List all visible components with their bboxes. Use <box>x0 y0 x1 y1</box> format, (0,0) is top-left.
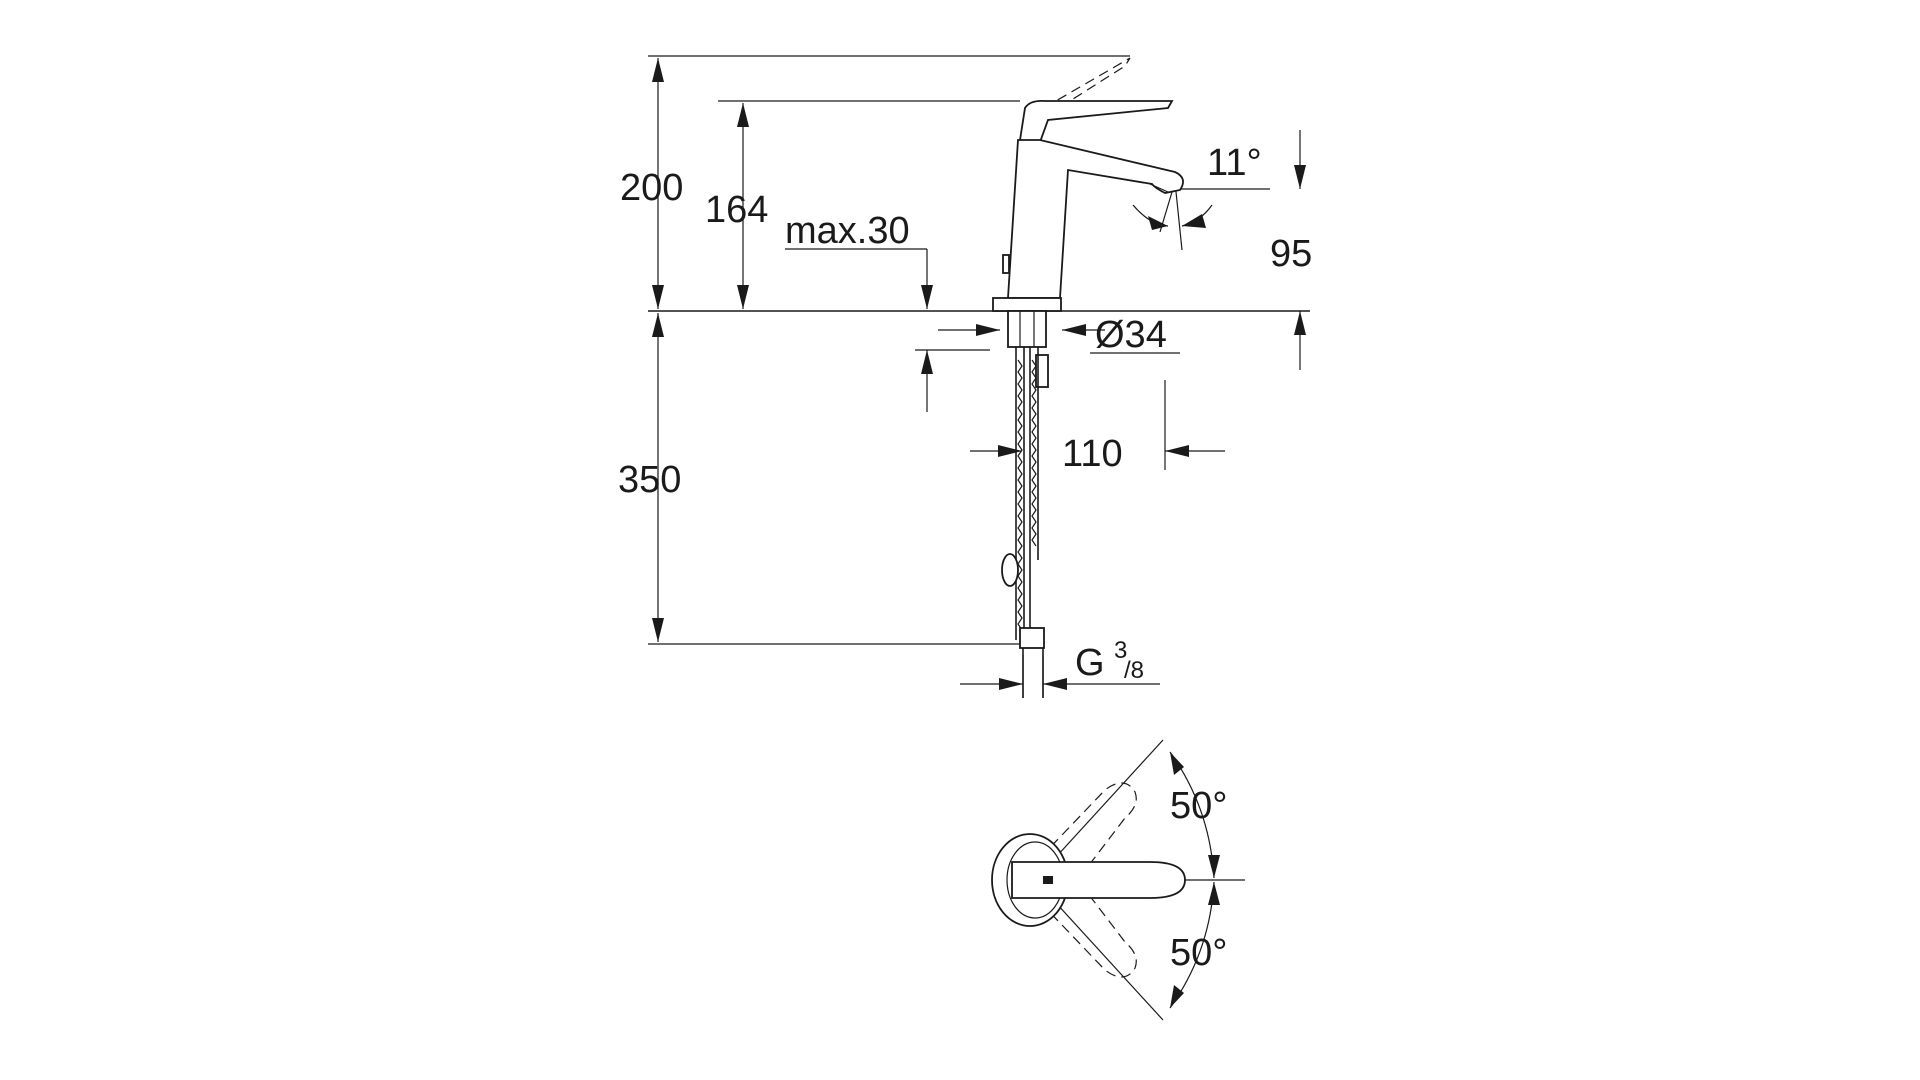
arrow-200-bottom <box>652 285 664 309</box>
label-rotation-upper: 50° <box>1170 785 1227 827</box>
hose-connector-nut <box>1019 627 1045 649</box>
label-spout-angle: 11° <box>1207 142 1262 184</box>
lock-nut <box>1035 354 1049 388</box>
arrow-rot-lower-end <box>1170 985 1184 1008</box>
arrow-110-right <box>1165 445 1189 457</box>
label-hose-offset: 110 <box>1062 433 1123 475</box>
angle-ref-vertical <box>1174 181 1183 251</box>
arrow-g38-right <box>1043 678 1067 690</box>
arrow-95-down <box>1294 165 1306 189</box>
label-thread-denominator: /8 <box>1124 657 1144 684</box>
hoses <box>1015 347 1039 640</box>
spout-aerator <box>1149 183 1169 193</box>
arrow-110-left <box>998 445 1022 457</box>
arrow-max30-down <box>921 285 933 309</box>
arrow-350-bottom <box>652 618 664 642</box>
lever-top-center <box>1011 861 1186 899</box>
arrow-11-right <box>1182 214 1206 228</box>
label-thread-numerator: 3 <box>1114 637 1127 664</box>
faucet-body <box>1007 139 1184 299</box>
arrow-rot-lower-start <box>1208 882 1220 905</box>
lever-position-lower <box>1039 869 1137 978</box>
arrow-95-up <box>1294 311 1306 335</box>
hose-braid <box>1017 359 1023 631</box>
label-spout-height: 164 <box>705 189 768 231</box>
label-max-deck: max.30 <box>785 210 910 252</box>
arrow-164-bottom <box>737 285 749 309</box>
arrow-dia34-left <box>976 324 1000 336</box>
arrow-200-top <box>652 58 664 82</box>
arrow-350-top <box>652 313 664 337</box>
arrow-rot-upper-start <box>1170 752 1184 775</box>
hose-clip <box>1001 553 1019 587</box>
base-flange <box>992 297 1062 312</box>
label-thread-prefix: G <box>1075 642 1105 684</box>
arrow-max30-up <box>921 350 933 374</box>
mounting-stud <box>1007 310 1047 348</box>
arrow-dia34-right <box>1062 324 1086 336</box>
arrow-164-top <box>737 103 749 127</box>
faucet-side-button <box>1002 254 1010 274</box>
lever-indicator <box>1043 876 1053 884</box>
label-hose-length: 350 <box>618 459 681 501</box>
arrow-11-left <box>1148 216 1168 230</box>
label-hole-diameter: Ø34 <box>1095 314 1167 356</box>
lever-position-upper <box>1039 782 1137 891</box>
label-rotation-lower: 50° <box>1170 932 1227 974</box>
side-view: 200 164 max.30 11° 95 Ø34 350 110 G 3 /8 <box>618 55 1312 698</box>
lever <box>1018 99 1174 143</box>
label-total-height: 200 <box>620 167 683 209</box>
arrow-g38-left <box>999 678 1023 690</box>
label-spout-projection: 95 <box>1270 233 1312 275</box>
arrow-rot-upper-end <box>1208 855 1220 878</box>
top-view: 50° 50° <box>991 739 1245 1021</box>
hose-braid-2 <box>1031 359 1037 547</box>
